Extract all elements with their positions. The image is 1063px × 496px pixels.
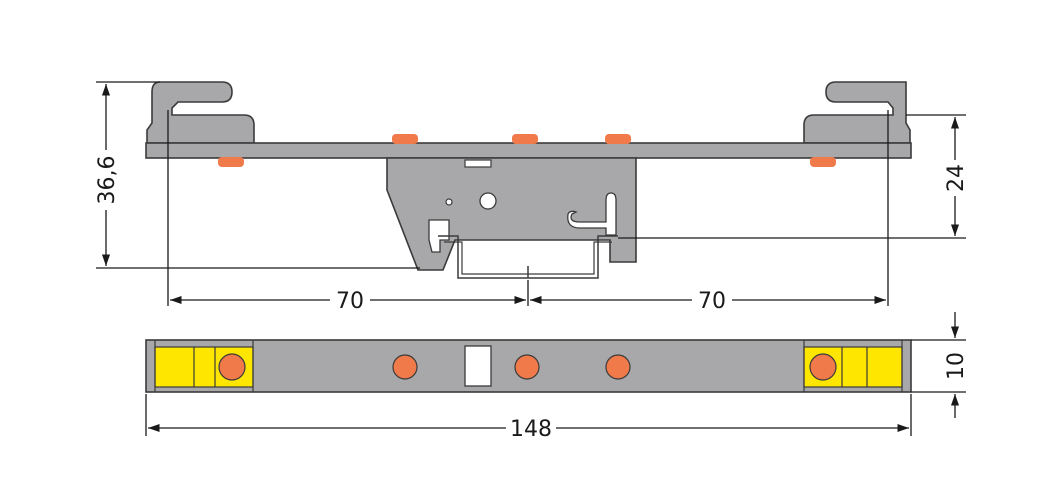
side-view [145,81,912,279]
top-dot-3 [605,354,631,380]
dim-total-height-label: 36,6 [95,156,120,205]
left-end-dot [218,353,246,381]
dim-total-width-label: 148 [510,417,552,442]
top-view-dimensions: 10 148 [145,312,969,442]
dim-bottom-height-label: 10 [944,352,969,380]
side-view-dimensions: 36,6 24 70 70 [92,81,969,314]
dim-right-span-label: 70 [698,289,726,314]
top-view-window [464,345,492,387]
stud-top-1 [392,134,418,144]
foot-slot [464,159,492,168]
stud-bottom-left [218,157,244,167]
stud-bottom-right [810,157,836,167]
dim-right-height-label: 24 [944,164,969,192]
top-view [145,339,912,393]
top-dot-2 [514,354,540,380]
top-dot-1 [392,354,418,380]
dim-left-span-label: 70 [336,289,364,314]
right-end-clip [803,81,911,144]
stud-top-2 [512,134,538,144]
right-end-dot [809,353,837,381]
spring-latch [567,192,617,236]
left-end-clip [146,81,255,144]
carrier-bar [145,142,912,159]
foot-hole-large [479,192,497,210]
foot-hole-small [445,198,453,206]
stud-top-3 [605,134,631,144]
